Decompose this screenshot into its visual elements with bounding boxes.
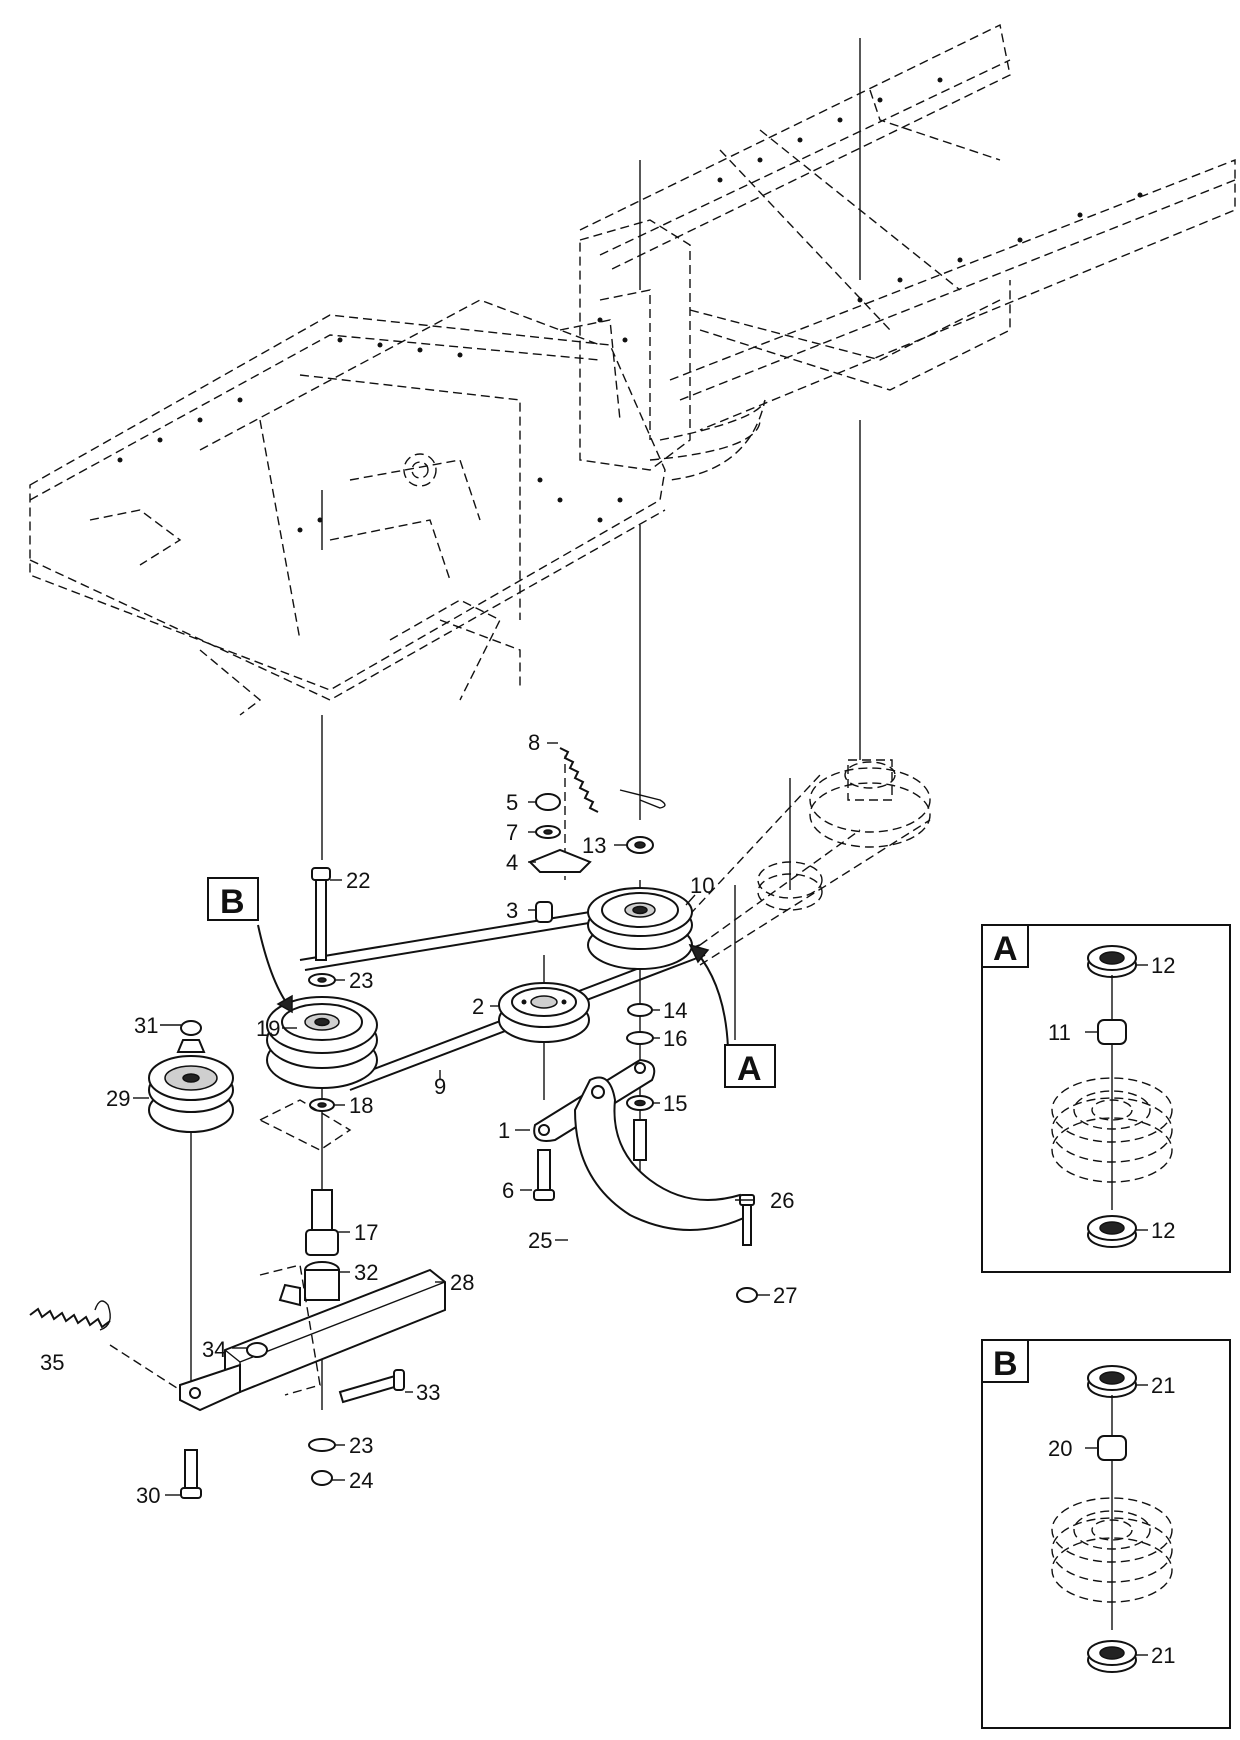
callout-11: 11 xyxy=(1048,1020,1071,1045)
detail-box-b-label: B xyxy=(993,1345,1018,1383)
callout-17: 17 xyxy=(354,1220,378,1245)
callout-34: 34 xyxy=(202,1337,226,1362)
phantom-deck-drive xyxy=(679,759,931,966)
pulley-19 xyxy=(266,996,378,1089)
callout-12-bottom: 12 xyxy=(1151,1218,1175,1243)
assembly-lines xyxy=(190,38,861,1410)
callout-33: 33 xyxy=(416,1380,440,1405)
pointer-label-b: B xyxy=(220,883,245,921)
callout-24: 24 xyxy=(349,1468,373,1493)
leader-lines xyxy=(133,742,770,1496)
callout-30: 30 xyxy=(136,1483,160,1508)
callout-21-top: 21 xyxy=(1151,1373,1175,1398)
callout-4: 4 xyxy=(506,850,518,875)
callout-25: 25 xyxy=(528,1228,552,1253)
callout-5: 5 xyxy=(506,790,518,815)
pulley-29 xyxy=(148,1039,234,1133)
callout-19: 19 xyxy=(256,1016,280,1041)
callout-23-top: 23 xyxy=(349,968,373,993)
callout-labels: 8 5 7 4 3 13 10 2 14 16 15 9 1 6 22 23 1… xyxy=(40,730,1175,1668)
pointer-arrows xyxy=(207,877,776,1088)
callout-32: 32 xyxy=(354,1260,378,1285)
callout-18: 18 xyxy=(349,1093,373,1118)
detail-box-a-label: A xyxy=(993,930,1018,968)
callout-21-bottom: 21 xyxy=(1151,1643,1175,1668)
hardware xyxy=(29,747,758,1499)
detail-box-b xyxy=(981,1339,1231,1729)
callout-15: 15 xyxy=(663,1091,687,1116)
callout-26: 26 xyxy=(770,1188,794,1213)
box-labels: A B A B xyxy=(220,883,1018,1383)
callout-23-bottom: 23 xyxy=(349,1433,373,1458)
callout-28: 28 xyxy=(450,1270,474,1295)
callout-6: 6 xyxy=(502,1178,514,1203)
callout-13: 13 xyxy=(582,833,606,858)
callout-16: 16 xyxy=(663,1026,687,1051)
pulley-2 xyxy=(498,982,590,1043)
callout-22: 22 xyxy=(346,868,370,893)
callout-2: 2 xyxy=(472,994,484,1019)
pointer-label-a: A xyxy=(737,1050,762,1088)
callout-31: 31 xyxy=(134,1013,158,1038)
callout-9: 9 xyxy=(434,1074,446,1099)
callout-3: 3 xyxy=(506,898,518,923)
callout-12-top: 12 xyxy=(1151,953,1175,978)
callout-27: 27 xyxy=(773,1283,797,1308)
callout-10: 10 xyxy=(690,873,714,898)
pointer-box-b xyxy=(207,877,259,921)
tractor-frame xyxy=(29,23,1236,716)
callout-35: 35 xyxy=(40,1350,64,1375)
callout-7: 7 xyxy=(506,820,518,845)
idler-pulley-10 xyxy=(587,887,693,970)
pointer-box-a xyxy=(724,1044,776,1088)
callout-29: 29 xyxy=(106,1086,130,1111)
callout-1: 1 xyxy=(498,1118,510,1143)
detail-box-a xyxy=(981,924,1231,1273)
callout-8: 8 xyxy=(528,730,540,755)
callout-14: 14 xyxy=(663,998,687,1023)
callout-20: 20 xyxy=(1048,1436,1072,1461)
